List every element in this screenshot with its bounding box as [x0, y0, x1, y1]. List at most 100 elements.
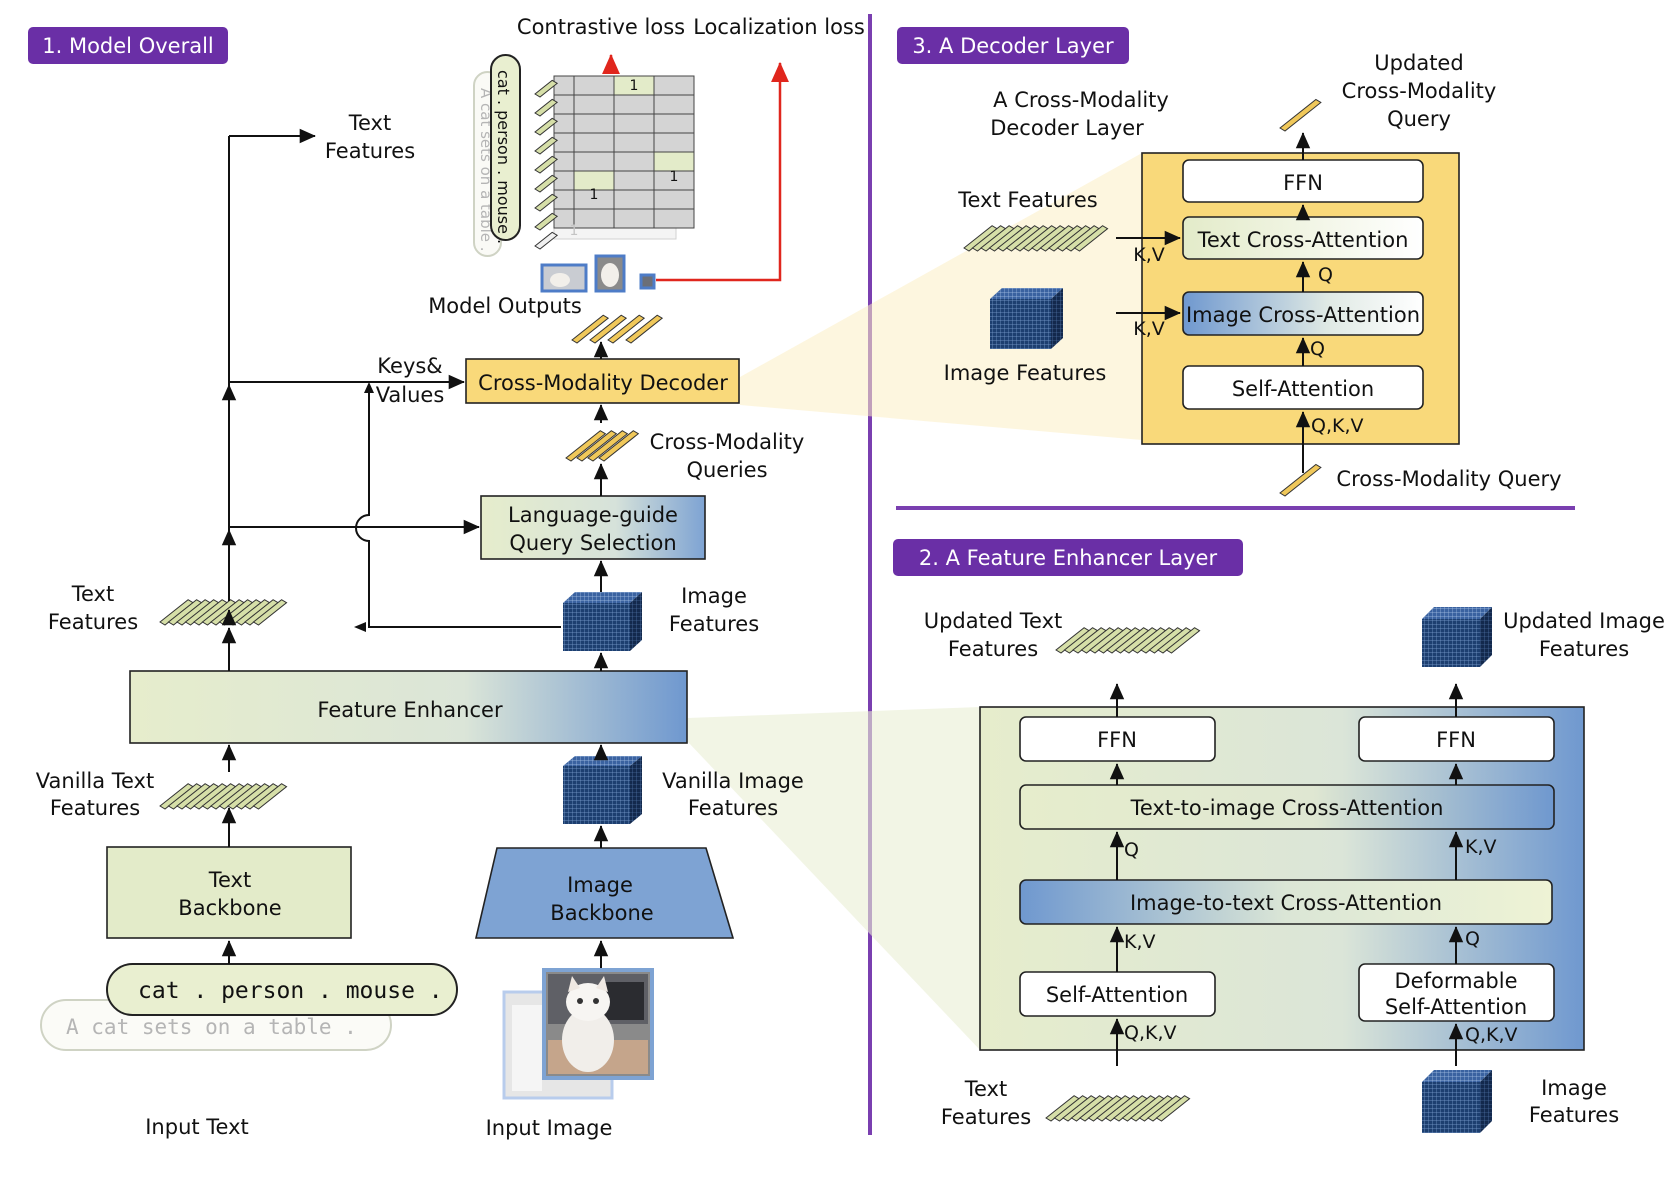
- enhancer-ffn-right-label: FFN: [1436, 728, 1476, 752]
- decoder-text-features-stack: [963, 225, 1109, 252]
- vanilla-text-token: [252, 783, 288, 810]
- decoder-caption-2: Decoder Layer: [990, 116, 1144, 140]
- decoder-zoom-wedge: [740, 153, 1142, 440]
- decoder-text-xattn-label: Text Cross-Attention: [1197, 228, 1409, 252]
- image-features-cube: [563, 592, 642, 651]
- input-text-label: Input Text: [145, 1115, 249, 1139]
- image-features-to-keys-values-line: [355, 385, 561, 628]
- image-backbone-box: [474, 847, 735, 939]
- matrix-cell: [653, 94, 695, 115]
- decoder-q-label-2: Q: [1310, 338, 1325, 360]
- enhancer-t2i-box: [1019, 784, 1555, 830]
- decoder-query-out-bar: [1279, 98, 1322, 132]
- enhancer-updated-image-label-1: Updated Image: [1503, 609, 1665, 633]
- decoder-kv-label-2: K,V: [1133, 318, 1165, 340]
- decoder-image-features-label: Image Features: [944, 361, 1107, 385]
- section-tag-enhancer: [893, 539, 1243, 576]
- prompt-categories-pill: [106, 963, 458, 1016]
- matrix-cell: [613, 132, 655, 153]
- enhancer-image-features-label-2: Features: [1529, 1103, 1619, 1127]
- text-token-bar: [534, 231, 559, 250]
- enhancer-t2i-label: Text-to-image Cross-Attention: [1130, 796, 1444, 820]
- matrix-cell: [573, 113, 615, 134]
- cross-modality-decoder-box: [465, 358, 740, 404]
- decoder-text-features-label: Text Features: [957, 188, 1097, 212]
- image-features-label-1: Image: [681, 584, 747, 608]
- text-features-top-label-2: Features: [325, 139, 415, 163]
- matrix-cell: [653, 132, 695, 153]
- section-tag-overall: [28, 27, 228, 64]
- enhancer-i2t-label: Image-to-text Cross-Attention: [1130, 891, 1442, 915]
- text-backbone-label-2: Backbone: [178, 896, 281, 920]
- query-selection-box: [480, 495, 706, 560]
- predicted-box-thumbnails: [540, 254, 656, 293]
- enhancer-text-features-label-2: Features: [941, 1105, 1031, 1129]
- matrix-cell: [553, 151, 575, 172]
- text-token-bar: [534, 117, 559, 136]
- enhancer-updated-image-label-2: Features: [1539, 637, 1629, 661]
- enhancer-i2t-box: [1019, 879, 1553, 925]
- enhancer-kv-right: K,V: [1465, 836, 1497, 858]
- decoder-query-out-token: [1279, 98, 1322, 132]
- decoder-query-in-token: [1279, 463, 1322, 497]
- vanilla-text-label-2: Features: [50, 796, 140, 820]
- matrix-cell: [553, 113, 575, 134]
- model-output-token: [607, 314, 646, 344]
- enhancer-image-features-cube: [1422, 1070, 1492, 1133]
- text-token-bar: [534, 193, 559, 212]
- matrix-cell: [613, 94, 655, 115]
- enhancer-deform-label-2: Self-Attention: [1385, 995, 1527, 1019]
- matrix-cell: [573, 94, 615, 115]
- matrix-cell: [653, 189, 695, 210]
- arrow-head-image-features-left: [354, 622, 366, 632]
- queries-label-1: Cross-Modality: [650, 430, 805, 454]
- enhancer-zoom-wedge: [688, 707, 980, 1050]
- vanilla-image-features-cube: [563, 756, 642, 824]
- matrix-cell: [653, 75, 695, 96]
- model-outputs-label: Model Outputs: [428, 294, 582, 318]
- decoder-caption-1: A Cross-Modality: [993, 88, 1169, 112]
- matrix-cell: [573, 75, 615, 96]
- enhancer-q-right: Q: [1465, 928, 1480, 950]
- query-token: [598, 430, 640, 462]
- query-selection-label-2: Query Selection: [509, 531, 676, 555]
- input-image: [502, 968, 654, 1100]
- image-backbone-label-2: Backbone: [550, 901, 653, 925]
- matrix-cell: [573, 208, 615, 229]
- text-token-bar: [534, 212, 559, 231]
- query-token: [576, 430, 618, 462]
- enhancer-updated-text-token: [1165, 627, 1201, 654]
- queries-label-2: Queries: [686, 458, 767, 482]
- text-token-bar: [534, 136, 559, 155]
- text-backbone-label-1: Text: [208, 868, 251, 892]
- enhancer-self-attn-label: Self-Attention: [1046, 983, 1188, 1007]
- enhancer-text-token: [1155, 1095, 1191, 1122]
- model-output-token: [589, 314, 628, 344]
- decoder-updated-3: Query: [1387, 107, 1451, 131]
- keys-values-label-1: Keys&: [377, 354, 442, 378]
- enhancer-qkv-right: Q,K,V: [1465, 1024, 1518, 1046]
- contrastive-matrix: [553, 75, 695, 240]
- input-image-label: Input Image: [486, 1116, 613, 1140]
- keys-values-label-2: Values: [376, 383, 445, 407]
- matrix-cell: [613, 170, 655, 191]
- enhancer-q-left: Q: [1124, 839, 1139, 861]
- section-tag-enhancer-label: 2. A Feature Enhancer Layer: [919, 546, 1218, 570]
- matrix-cell: [613, 189, 655, 210]
- matrix-cell: [553, 75, 575, 96]
- text-token-bar: [534, 79, 559, 98]
- matrix-one-2: 1: [670, 169, 679, 185]
- matrix-cell: [553, 170, 575, 191]
- section-tag-decoder-label: 3. A Decoder Layer: [912, 34, 1114, 58]
- query-token: [565, 430, 607, 462]
- text-features-mid-label-2: Features: [48, 610, 138, 634]
- section-tag-overall-label: 1. Model Overall: [42, 34, 214, 58]
- matrix-cell: [573, 151, 615, 172]
- image-features-label-2: Features: [669, 612, 759, 636]
- decoder-self-attn-label: Self-Attention: [1232, 377, 1374, 401]
- matrix-ghost-one: 1: [570, 223, 579, 239]
- decoder-updated-2: Cross-Modality: [1342, 79, 1497, 103]
- image-backbone-label-1: Image: [567, 873, 633, 897]
- decoder-q-label-1: Q: [1318, 264, 1333, 286]
